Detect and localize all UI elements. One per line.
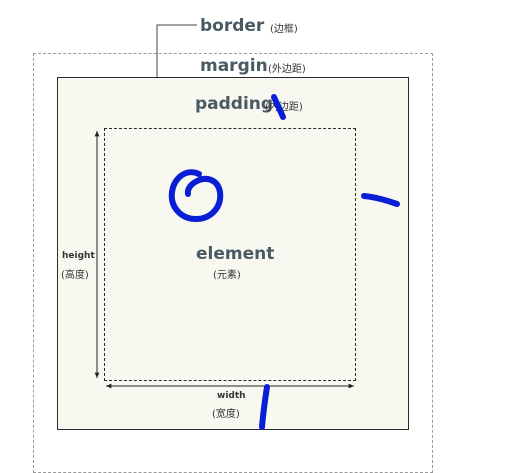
padding-label: padding [195, 94, 274, 114]
ink-letter-o [168, 169, 224, 222]
margin-label: margin [200, 56, 268, 76]
border-label: border [200, 16, 265, 36]
ink-stroke-right [361, 193, 400, 207]
element-label: element [196, 244, 275, 264]
border-leader-line [156, 24, 197, 77]
border-note: (边框) [270, 24, 298, 35]
margin-note: (外边距) [268, 64, 306, 75]
padding-note: (内边距) [265, 102, 303, 113]
element-note: (元素) [213, 270, 241, 281]
content-area [104, 128, 356, 381]
width-note: (宽度) [212, 409, 240, 420]
border-area [57, 77, 409, 430]
height-label: height [62, 251, 95, 261]
width-label: width [217, 391, 246, 401]
ink-stroke-bottom [259, 384, 270, 430]
height-note: (高度) [61, 270, 89, 281]
diagram-lines [94, 24, 400, 430]
ink-stroke-top [271, 94, 286, 120]
box-model-diagram: border (边框) margin (外边距) padding (内边距) e… [33, 16, 433, 473]
